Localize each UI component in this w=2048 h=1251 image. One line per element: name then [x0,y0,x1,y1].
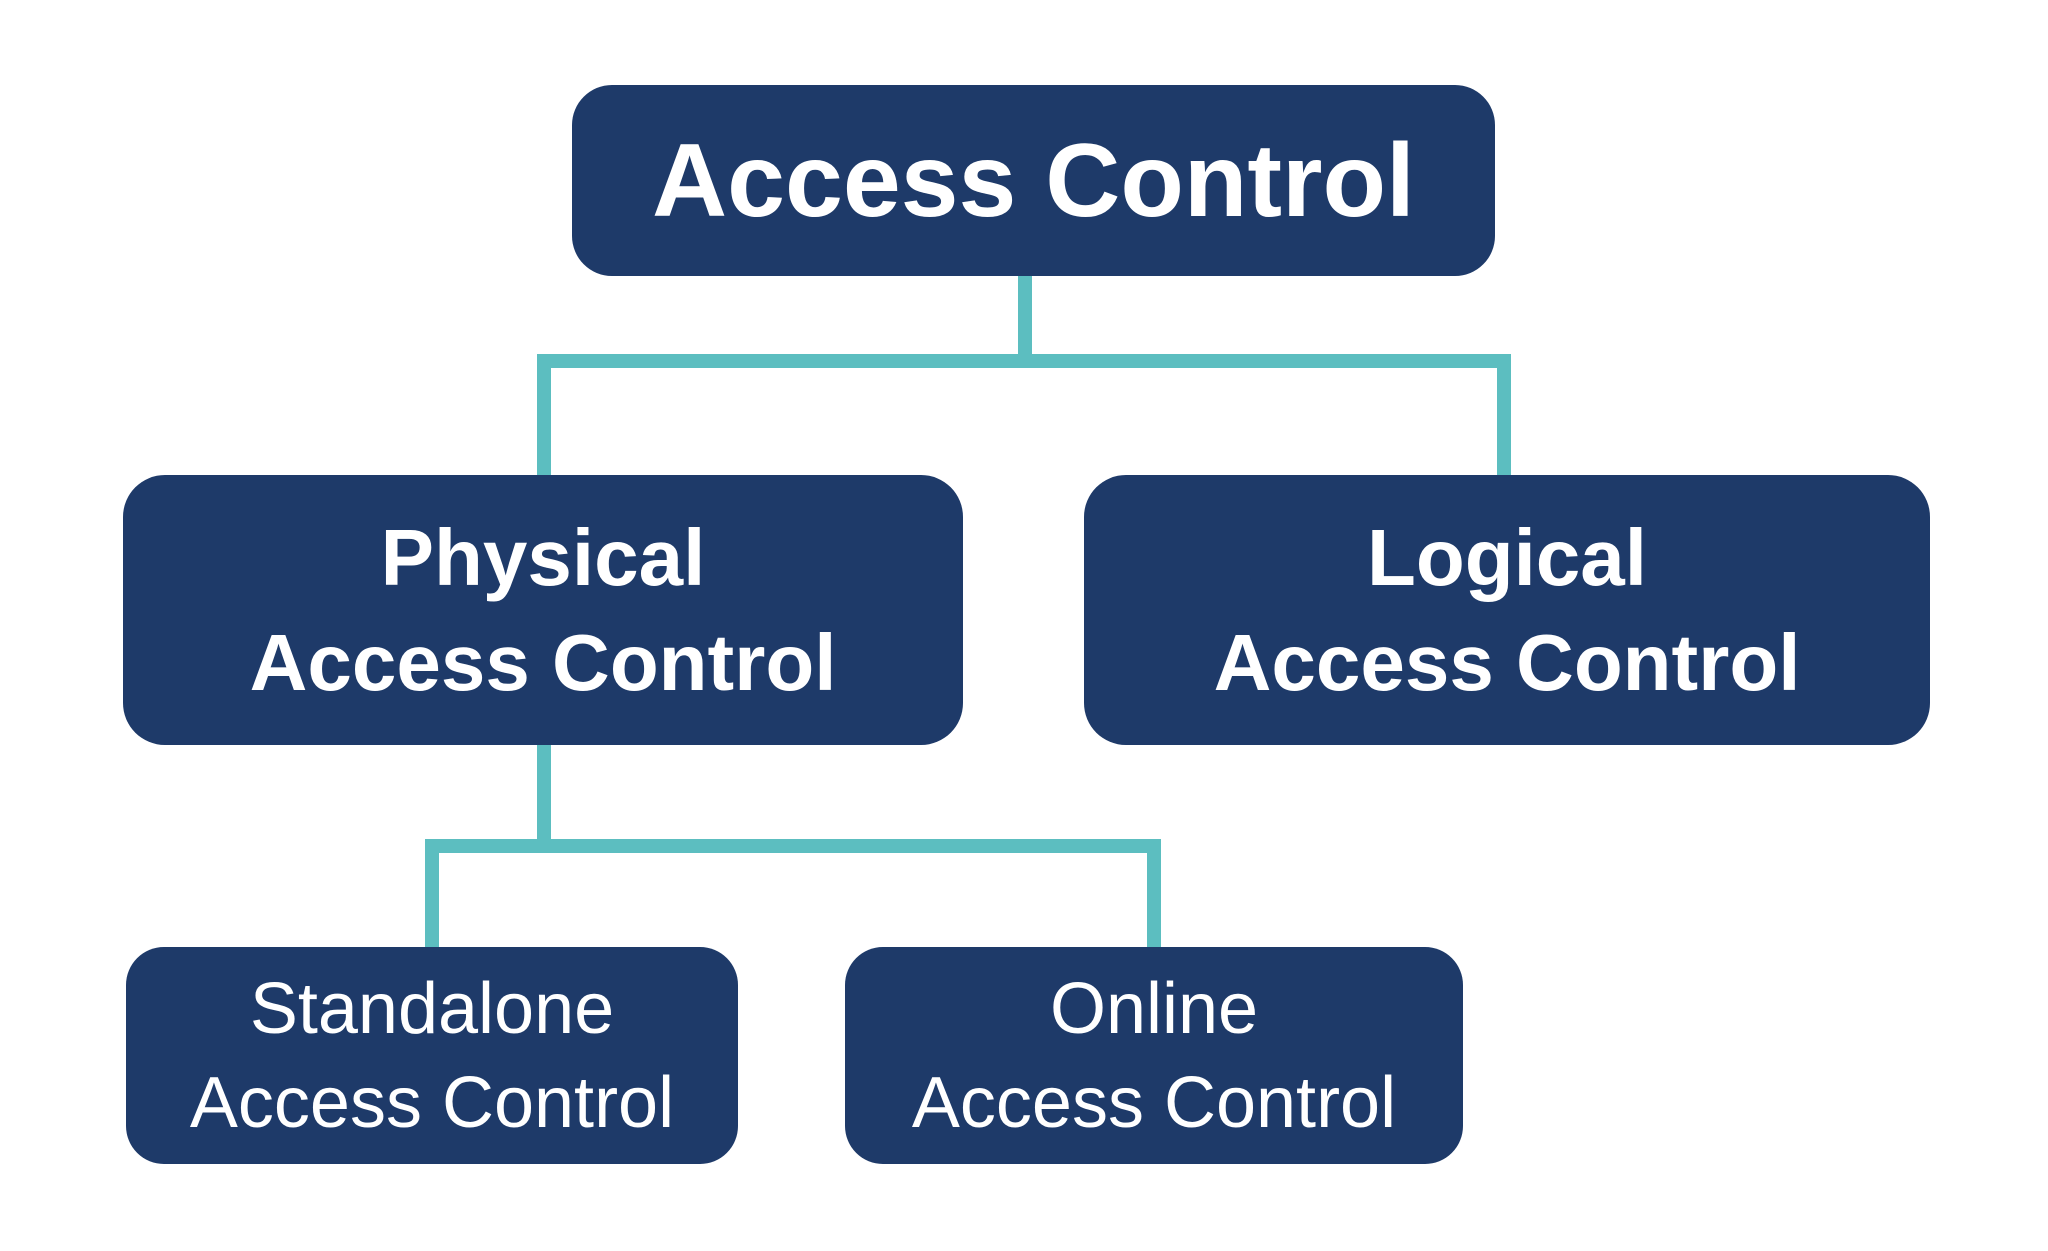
node-physical-label-line2: Access Control [249,618,837,707]
node-online-label-line2: Access Control [911,1062,1397,1143]
connector-root-vertical [1018,276,1032,368]
node-physical-access-control: Physical Access Control [123,475,963,745]
node-logical-access-control: Logical Access Control [1084,475,1930,745]
connector-online-drop [1147,839,1161,951]
node-standalone-access-control: Standalone Access Control [126,947,738,1164]
node-access-control-label: Access Control [652,122,1415,239]
connector-level2-horizontal [425,839,1161,853]
node-online-access-control: Online Access Control [845,947,1463,1164]
node-logical-label-line1: Logical [1366,513,1648,602]
connector-physical-drop [537,354,551,479]
node-logical-label-line2: Access Control [1213,618,1801,707]
connector-logical-drop [1497,354,1511,479]
node-standalone-label-line1: Standalone [249,968,615,1049]
node-access-control: Access Control [572,85,1495,276]
node-online-label-line1: Online [1049,968,1259,1049]
node-physical-label-line1: Physical [380,513,706,602]
node-standalone-label-line2: Access Control [189,1062,675,1143]
connector-standalone-drop [425,839,439,951]
connector-physical-vertical [537,745,551,853]
connector-level1-horizontal [537,354,1511,368]
